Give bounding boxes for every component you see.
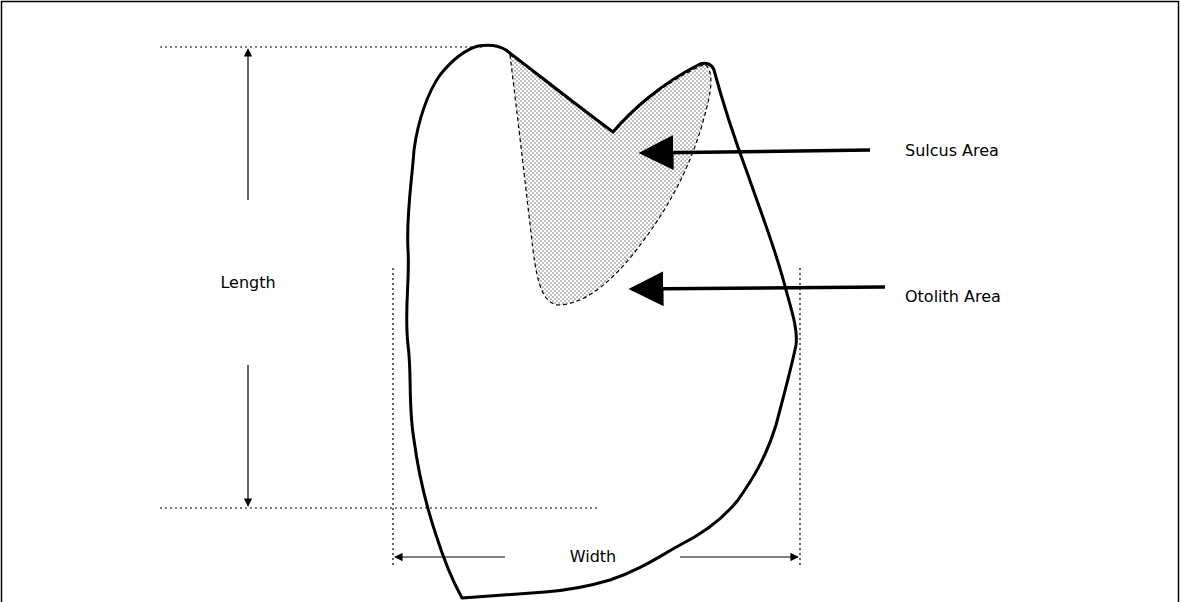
dimension-arrow xyxy=(247,365,248,506)
callout-label: Sulcus Area xyxy=(902,140,1002,161)
dimension-arrow xyxy=(395,556,505,557)
dimension-arrow xyxy=(247,49,248,200)
dimension-label: Width xyxy=(567,546,619,567)
leader-arrow xyxy=(642,150,870,153)
guide-line xyxy=(392,268,393,566)
dimension-arrow xyxy=(680,556,798,557)
guide-line xyxy=(160,507,600,508)
dimension-label: Length xyxy=(217,272,278,293)
callout-label: Otolith Area xyxy=(902,286,1004,307)
otolith-outline xyxy=(407,45,797,598)
sulcus-area xyxy=(510,55,711,305)
leader-arrow xyxy=(632,287,885,289)
guide-line xyxy=(799,268,800,566)
guide-line xyxy=(160,46,482,47)
